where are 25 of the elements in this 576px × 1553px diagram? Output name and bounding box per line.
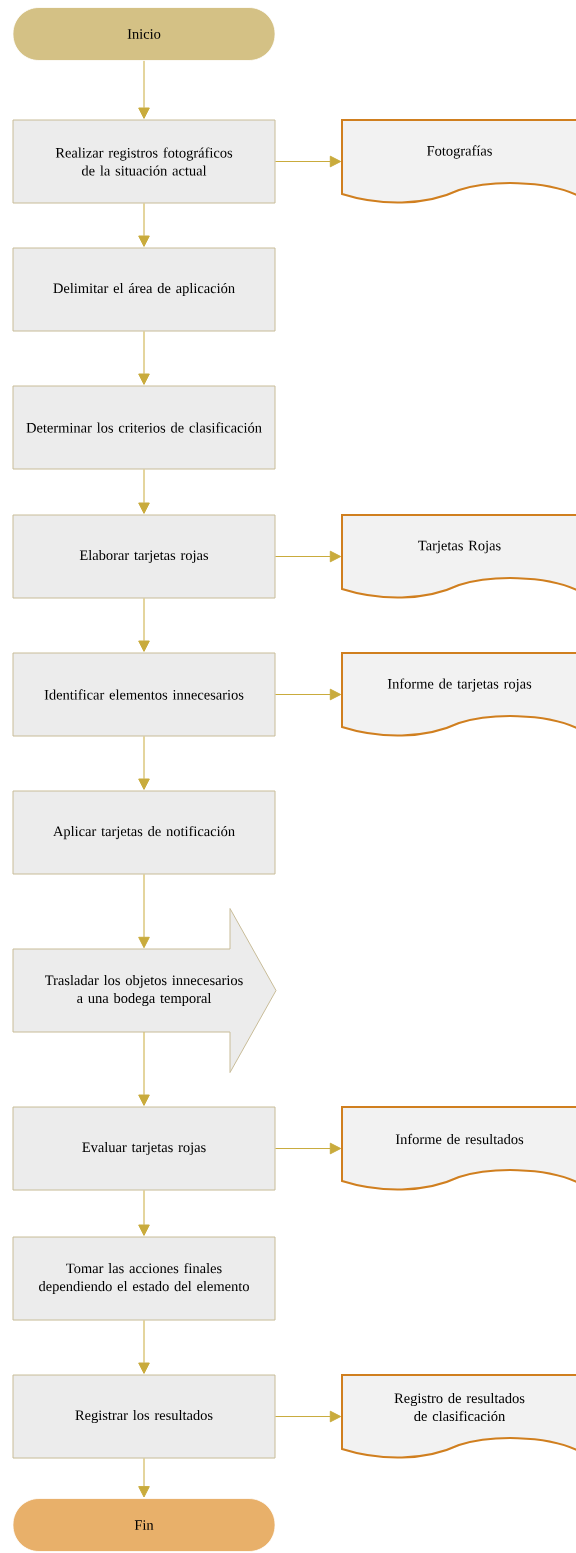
process-box: Realizar registros fotográficos de la situación actual [12,119,276,204]
arrow [138,1320,150,1374]
arrow [138,60,150,119]
process-box: Identificar elementos innecesarios [12,652,276,737]
arrow [275,688,342,701]
arrow [138,203,150,247]
arrow [275,550,342,563]
arrow [138,469,150,514]
arrow [275,1142,342,1155]
arrow [275,155,342,168]
arrow [138,736,150,790]
arrow [138,1190,150,1236]
arrow [138,331,150,385]
process-box: Tomar las acciones finales dependiendo el estado del elemento [12,1236,276,1321]
arrow [138,1458,150,1498]
process-box: Evaluar tarjetas rojas [12,1106,276,1191]
arrow [275,1410,342,1423]
process-box: Elaborar tarjetas rojas [12,514,276,599]
arrow [138,1031,150,1106]
arrow [138,598,150,652]
arrow [138,874,150,949]
process-box: Aplicar tarjetas de notificación [12,790,276,875]
process-box: Registrar los resultados [12,1374,276,1459]
process-box: Delimitar el área de aplicación [12,247,276,332]
process-box: Determinar los criterios de clasificación [12,385,276,470]
